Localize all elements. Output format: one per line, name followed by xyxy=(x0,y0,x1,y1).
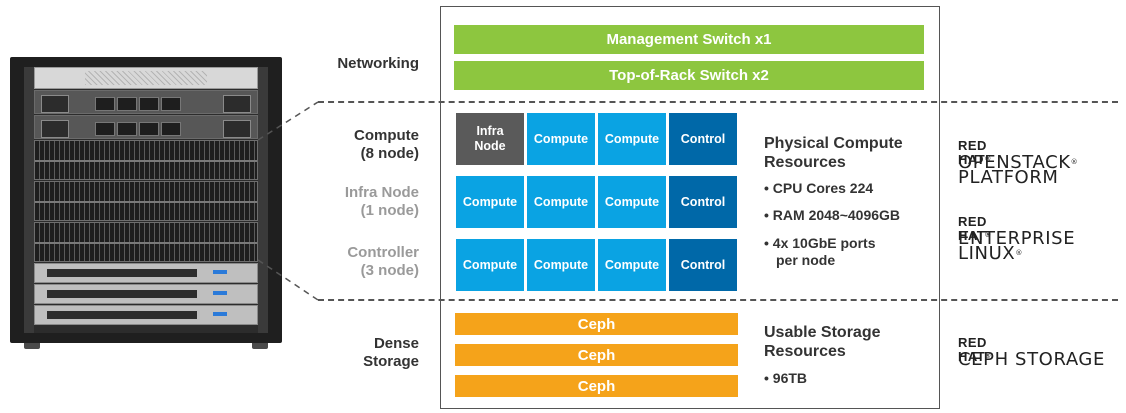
resource-cpu-cores: • CPU Cores 224 xyxy=(764,180,874,196)
storage-resources-title: Usable Storage Resources xyxy=(764,323,880,361)
label-compute-line1: Compute xyxy=(354,127,419,144)
compute-node-label: Compute xyxy=(533,194,589,209)
compute-node-cell: Compute xyxy=(527,113,595,165)
callout-line-top xyxy=(257,101,319,141)
rack-storage-unit xyxy=(34,263,258,283)
compute-resources-title-line1: Physical Compute xyxy=(764,135,903,152)
rack-foot xyxy=(24,343,40,349)
management-switch-bar: Management Switch x1 xyxy=(454,25,924,54)
compute-node-cell: Compute xyxy=(598,113,666,165)
compute-node-cell: Compute xyxy=(527,176,595,228)
compute-resources-title: Physical Compute Resources xyxy=(764,134,903,172)
ceph-bar-label: Ceph xyxy=(577,346,616,364)
label-controller-line1: Controller xyxy=(347,244,419,261)
compute-node-label: Compute xyxy=(462,194,518,209)
label-storage-line1: Dense xyxy=(373,335,419,352)
compute-node-cell: Compute xyxy=(598,176,666,228)
rack-server-unit xyxy=(34,90,258,114)
infra-node-line1: Infra xyxy=(476,124,504,138)
compute-resources-title-line2: Resources xyxy=(764,154,846,171)
resource-storage-capacity: • 96TB xyxy=(764,370,808,386)
rack-compute-chassis xyxy=(34,181,258,221)
control-node-label: Control xyxy=(680,257,726,272)
ceph-bar: Ceph xyxy=(455,313,738,335)
ceph-bar: Ceph xyxy=(455,344,738,366)
compute-node-label: Compute xyxy=(462,257,518,272)
rack-foot xyxy=(252,343,268,349)
label-dense-storage: Dense Storage xyxy=(363,335,419,371)
control-node-label: Control xyxy=(680,131,726,146)
storage-resources-title-line2: Resources xyxy=(764,343,846,360)
compute-node-cell: Compute xyxy=(456,239,524,291)
rack-server-unit xyxy=(34,115,258,139)
rhel-logo-line2: LINUX xyxy=(958,243,1016,264)
label-infra-line2: (1 node) xyxy=(360,202,419,219)
control-node-cell: Control xyxy=(669,113,737,165)
rack-storage-unit xyxy=(34,284,258,304)
compute-node-cell: Compute xyxy=(598,239,666,291)
compute-node-label: Compute xyxy=(604,131,660,146)
compute-node-label: Compute xyxy=(533,257,589,272)
management-switch-label: Management Switch x1 xyxy=(606,31,772,48)
separator-top xyxy=(318,101,1118,103)
rack-compute-chassis xyxy=(34,140,258,180)
rhel-logo-line1: ENTERPRISE xyxy=(958,228,1076,249)
label-networking-text: Networking xyxy=(337,55,419,72)
label-infra-node: Infra Node (1 node) xyxy=(345,184,419,220)
control-node-cell: Control xyxy=(669,176,737,228)
ceph-logo-brand: RED HAT xyxy=(958,335,987,364)
ceph-logo-line1: CEPH STORAGE xyxy=(958,349,1105,370)
rack-storage-unit xyxy=(34,305,258,325)
infra-node-line2: Node xyxy=(474,139,506,153)
callout-line-bottom xyxy=(257,259,319,301)
openstack-logo-line2: PLATFORM xyxy=(958,167,1059,188)
separator-bottom xyxy=(318,299,1118,301)
rack-rail-left xyxy=(24,67,34,333)
compute-node-label: Compute xyxy=(604,194,660,209)
rack-switch-unit xyxy=(34,67,258,89)
ceph-bar-label: Ceph xyxy=(577,315,616,333)
storage-resources-title-line1: Usable Storage xyxy=(764,324,881,341)
label-compute-line2: (8 node) xyxy=(360,145,419,162)
label-storage-line2: Storage xyxy=(363,353,419,370)
compute-node-cell: Compute xyxy=(527,239,595,291)
resource-network-ports-suffix: per node xyxy=(776,252,836,268)
resource-network-ports: • 4x 10GbE ports xyxy=(764,235,876,251)
label-infra-line1: Infra Node xyxy=(344,184,419,201)
label-compute: Compute (8 node) xyxy=(354,127,419,163)
resource-ram: • RAM 2048~4096GB xyxy=(764,207,901,223)
compute-node-cell: Compute xyxy=(456,176,524,228)
compute-node-label: Compute xyxy=(533,131,589,146)
control-node-cell: Control xyxy=(669,239,737,291)
rhel-logo-brand: RED HAT xyxy=(958,214,987,243)
server-rack-illustration xyxy=(10,57,282,349)
label-controller-line2: (3 node) xyxy=(360,262,419,279)
ceph-bar-label: Ceph xyxy=(577,377,616,395)
rack-rail-right xyxy=(258,67,268,333)
tor-switch-bar: Top-of-Rack Switch x2 xyxy=(454,61,924,90)
ceph-bar: Ceph xyxy=(455,375,738,397)
openstack-logo-line1: OPENSTACK xyxy=(958,152,1071,173)
openstack-logo-brand: RED HAT xyxy=(958,138,987,167)
infra-node-cell: Infra Node xyxy=(456,113,524,165)
label-controller: Controller (3 node) xyxy=(347,244,419,280)
control-node-label: Control xyxy=(680,194,726,209)
compute-node-label: Compute xyxy=(604,257,660,272)
tor-switch-label: Top-of-Rack Switch x2 xyxy=(609,67,769,84)
rack-compute-chassis xyxy=(34,222,258,262)
label-networking: Networking xyxy=(337,55,419,73)
